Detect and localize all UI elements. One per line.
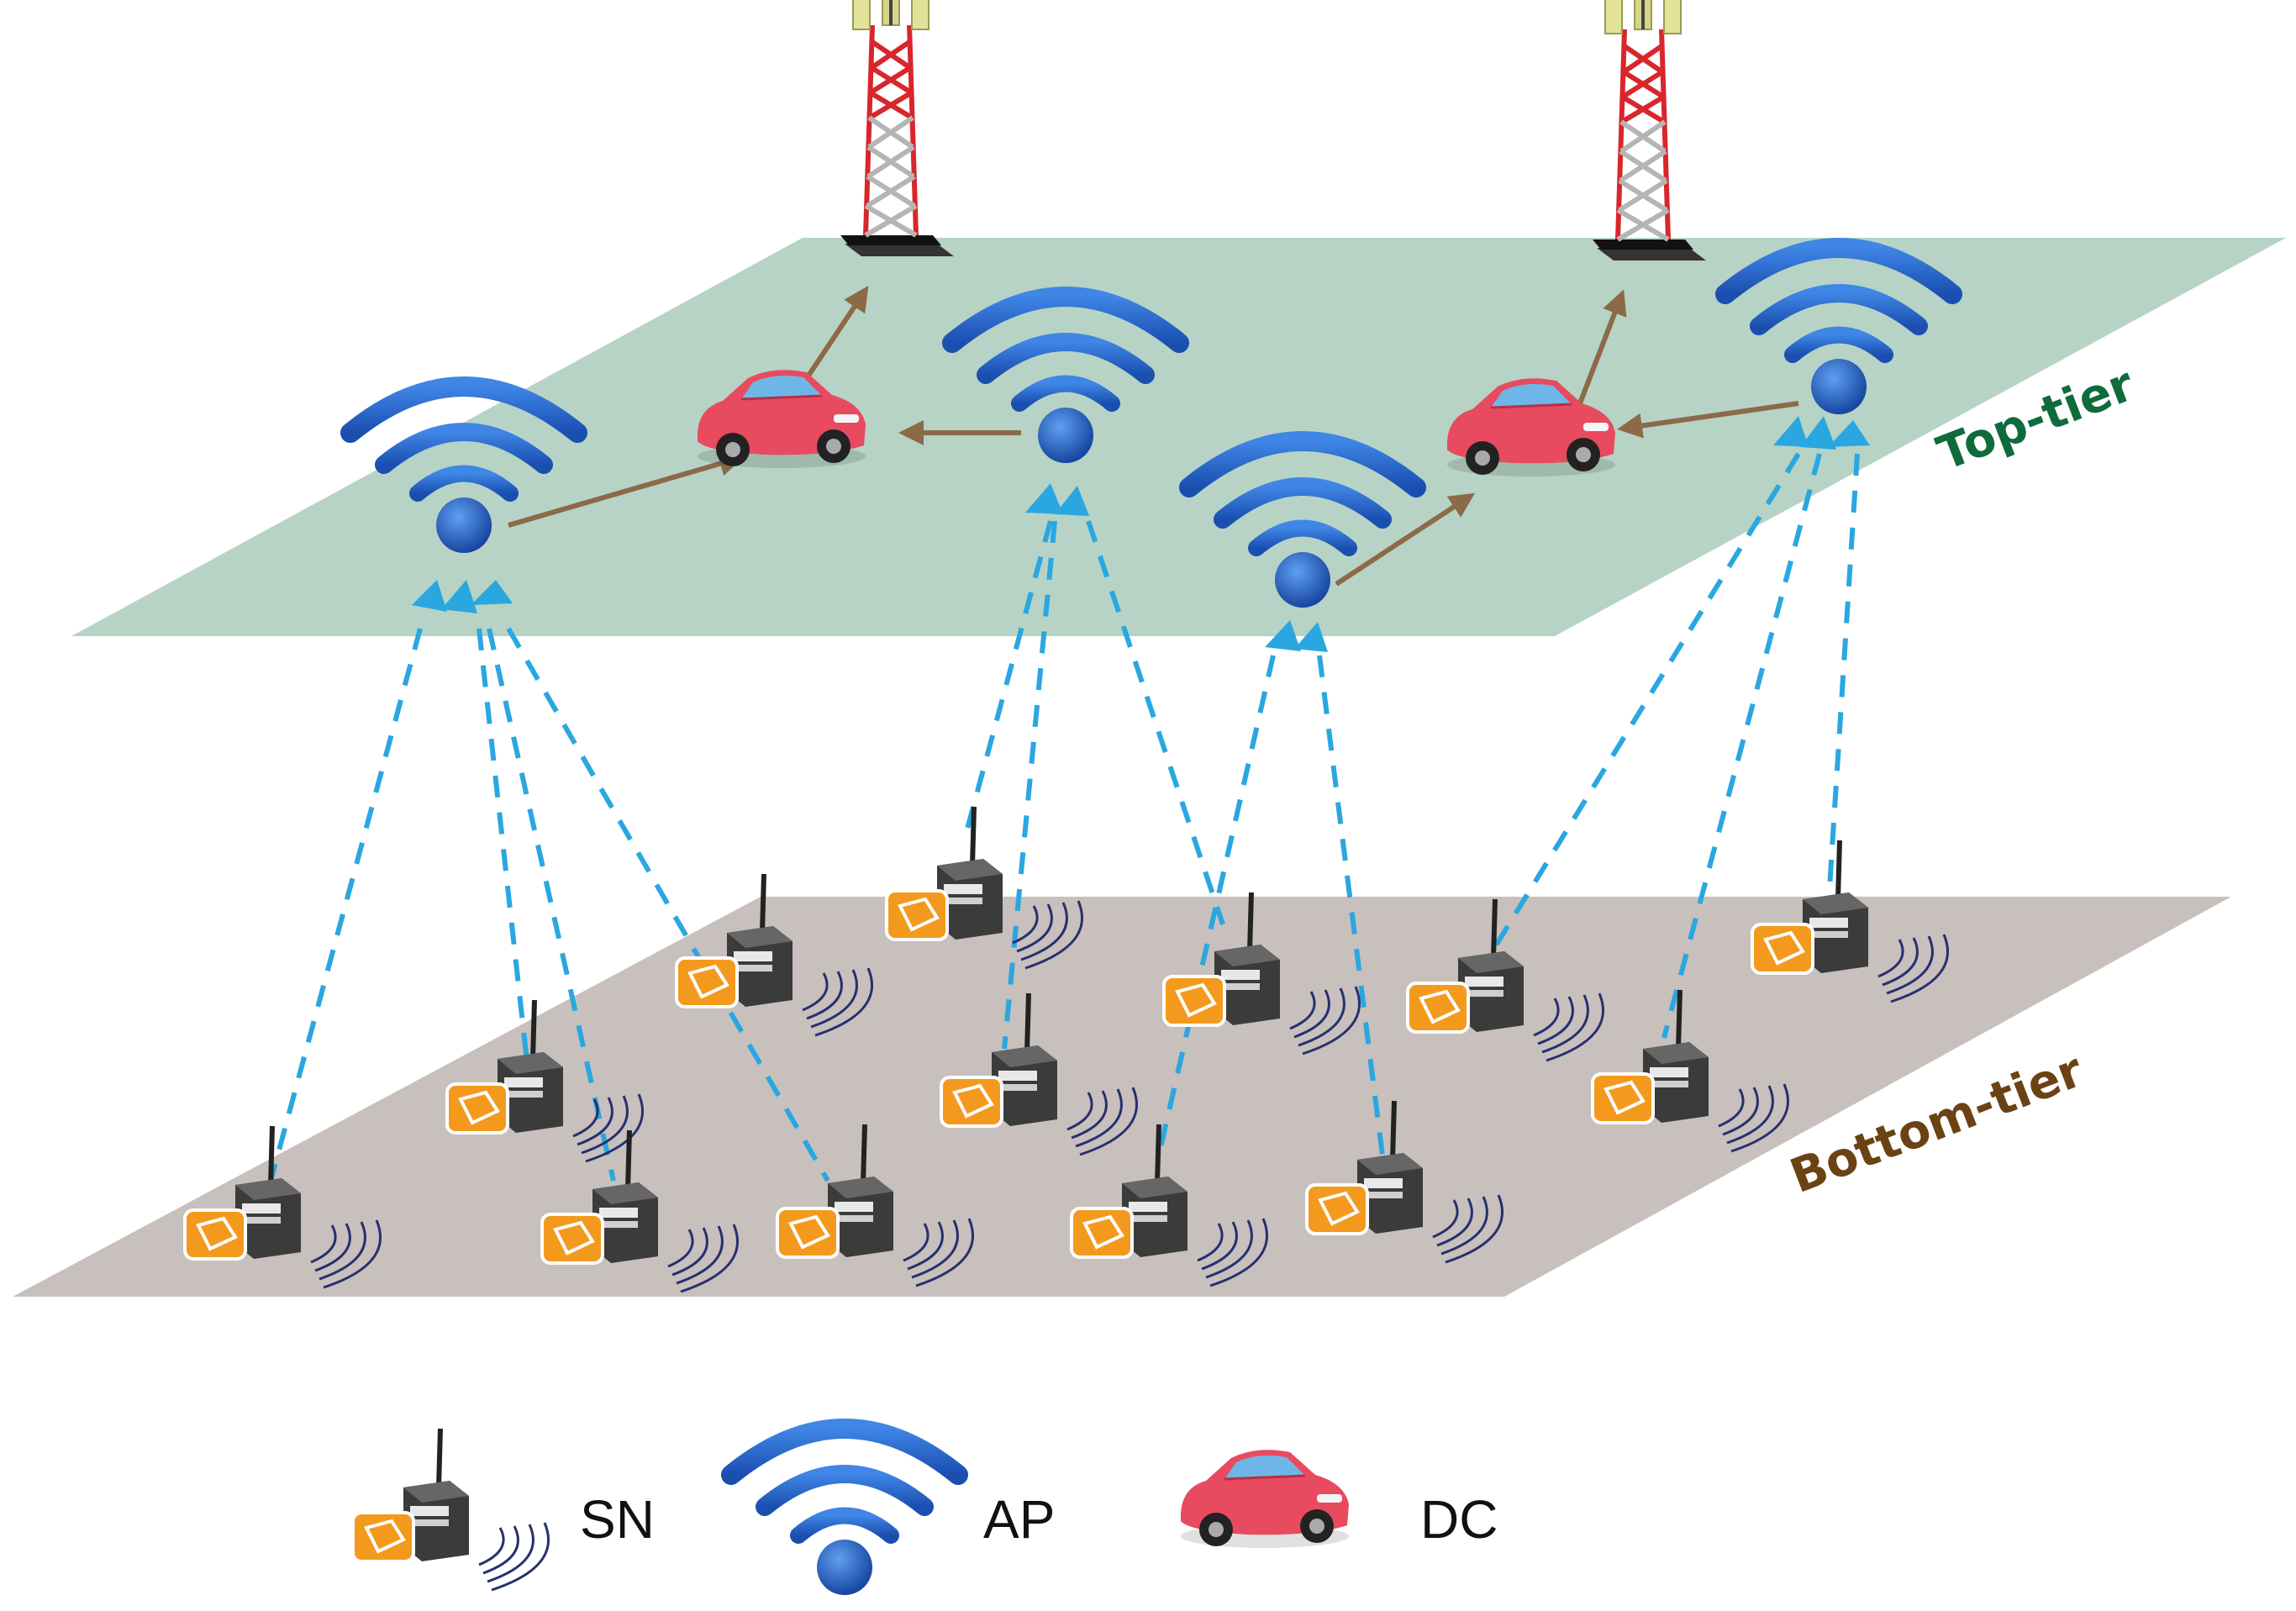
legend-dc-label: DC [1420,1489,1498,1550]
cell-tower-icon [840,0,954,256]
legend-wifi-icon [731,1429,958,1595]
cell-tower-icon [1593,0,1706,261]
data-flow-arrows [508,286,1799,587]
uplink-lines [266,452,1860,1188]
legend-ap-label: AP [983,1489,1055,1550]
legend-sensor-node-icon [353,1429,549,1590]
legend-car-icon [1179,1448,1351,1550]
top-tier-plane [71,238,2286,636]
legend: SN AP DC [353,1429,1498,1595]
reception-arrows [412,416,1870,652]
legend-sn-label: SN [580,1489,655,1550]
